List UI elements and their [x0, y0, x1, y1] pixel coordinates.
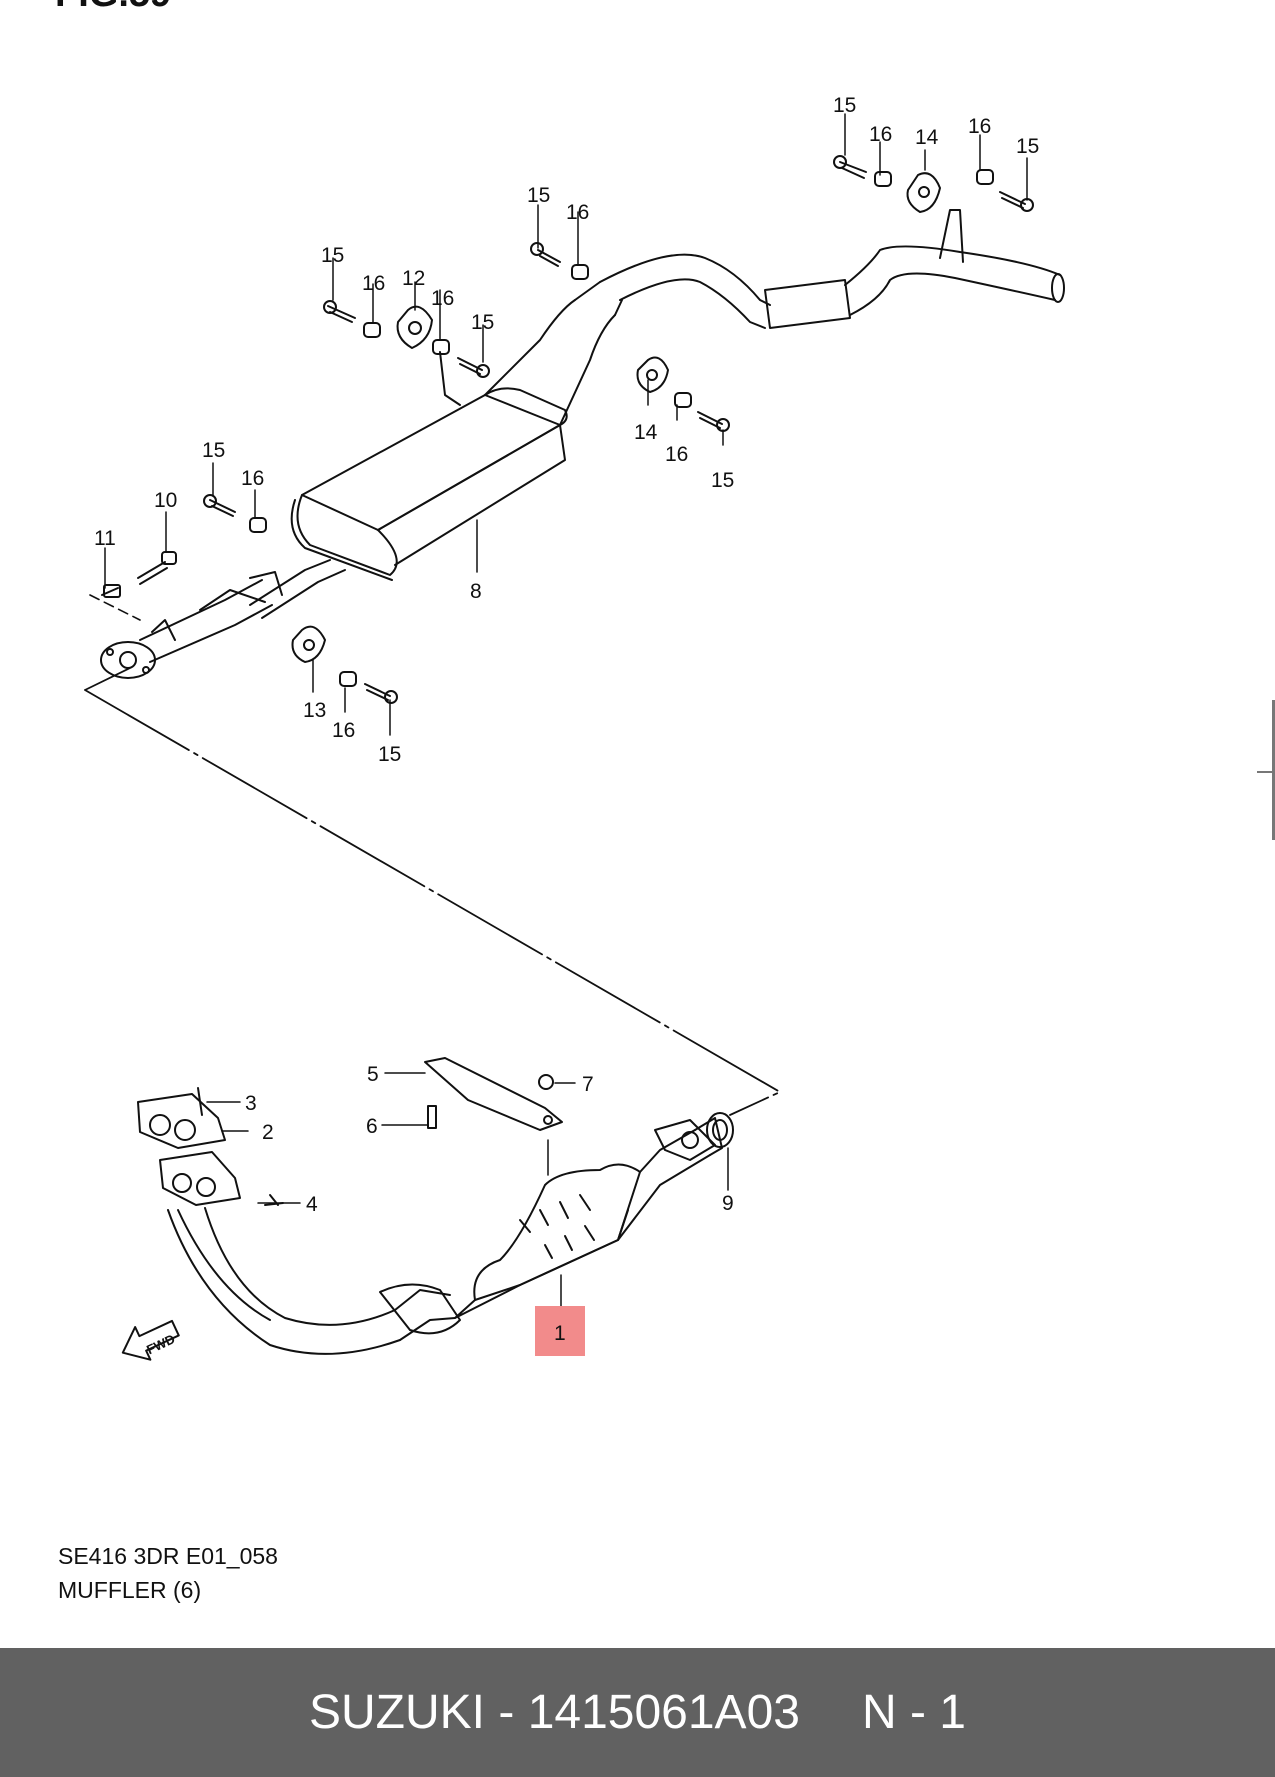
callout-16-7: 16	[665, 443, 688, 466]
callout-5: 5	[367, 1063, 379, 1086]
callout-14-top: 14	[915, 126, 939, 149]
hanger-13	[291, 625, 326, 663]
callout-15-7: 15	[711, 469, 734, 492]
edge-tick	[1257, 771, 1275, 773]
hanger-14-mid	[636, 356, 669, 393]
callout-16-6: 16	[241, 467, 264, 490]
part-footer: SUZUKI - 1415061A03 N - 1	[0, 1648, 1275, 1777]
nut-7	[538, 1074, 554, 1090]
callout-15-5: 15	[471, 311, 494, 334]
callout-8: 8	[470, 580, 482, 603]
edge-mark	[1272, 700, 1275, 840]
callout-12: 12	[402, 267, 425, 290]
bushing-16-group	[249, 169, 994, 687]
fwd-arrow-icon	[121, 1319, 180, 1361]
bracket-5	[424, 1057, 563, 1131]
leader-lines	[104, 113, 1028, 1311]
callout-15-4: 15	[321, 244, 344, 267]
callout-9: 9	[722, 1192, 734, 1215]
callout-16-1: 16	[869, 123, 892, 146]
callout-16-5: 16	[431, 287, 454, 310]
callout-14-mid: 14	[634, 421, 658, 444]
stud-10	[137, 561, 168, 585]
callout-3: 3	[245, 1092, 257, 1115]
stud-3	[197, 1087, 203, 1116]
callout-10: 10	[154, 489, 177, 512]
callout-13: 13	[303, 699, 326, 722]
brand-name: SUZUKI	[309, 1686, 486, 1739]
callout-15-6: 15	[202, 439, 225, 462]
hanger-14-top	[906, 172, 941, 213]
fig-label: FIG.59	[55, 0, 171, 15]
front-pipe-converter	[137, 1057, 734, 1355]
callout-15-3: 15	[527, 184, 550, 207]
callout-16-2: 16	[968, 115, 991, 138]
bolt-15-group	[203, 155, 1034, 704]
callout-16-4: 16	[362, 272, 385, 295]
figure-title: MUFFLER (6)	[58, 1577, 202, 1603]
callout-1: 1	[554, 1322, 566, 1345]
callout-15-2: 15	[1016, 135, 1039, 158]
callout-11: 11	[94, 527, 116, 550]
callout-15-8: 15	[378, 743, 401, 766]
callout-6: 6	[366, 1115, 378, 1138]
callout-16-3: 16	[566, 201, 589, 224]
exhaust-parts-diagram: FIG.59	[55, 0, 1065, 1361]
callout-2: 2	[262, 1121, 274, 1144]
figure-code: SE416 3DR E01_058	[58, 1543, 278, 1569]
footer-separator: -	[498, 1686, 515, 1739]
callout-16-8: 16	[332, 719, 355, 742]
main-muffler	[249, 281, 623, 619]
highlight-part-1	[535, 1306, 585, 1356]
quantity-label: N - 1	[861, 1686, 966, 1739]
callout-7: 7	[582, 1073, 594, 1096]
bolt-6	[427, 1105, 437, 1129]
callout-labels: 1 2 3 4 5 6 7 8 9 10 11 12 13 14 14 15 1…	[94, 94, 1039, 1345]
center-pipe	[100, 571, 283, 679]
callout-15-1: 15	[833, 94, 856, 117]
callout-4: 4	[306, 1193, 318, 1216]
part-number: 1415061A03	[527, 1686, 800, 1739]
assembly-line	[84, 667, 781, 1116]
tail-pipe	[599, 209, 1065, 329]
hanger-12	[396, 305, 433, 349]
